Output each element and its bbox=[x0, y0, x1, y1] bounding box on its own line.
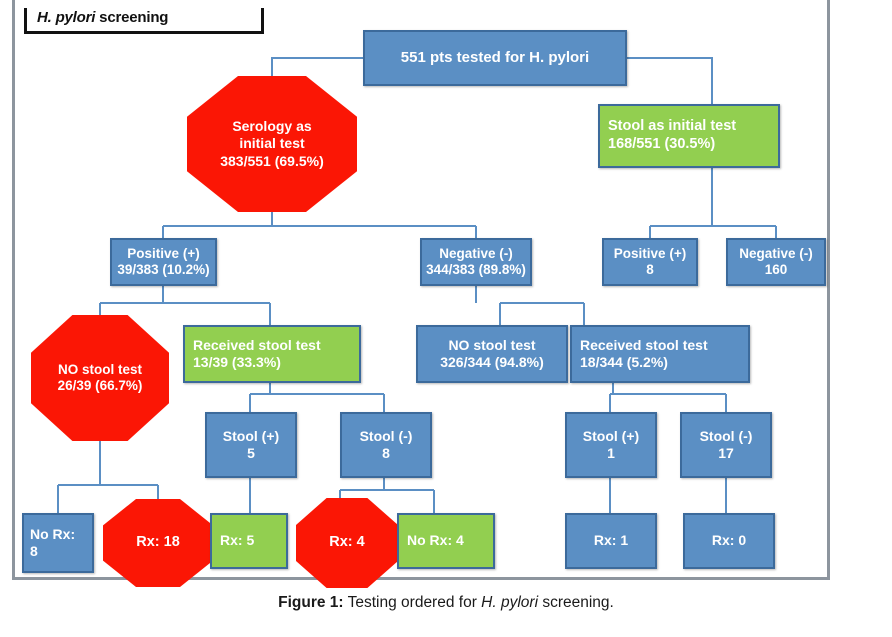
node-no-stool-test-344-line1: NO stool test bbox=[448, 336, 536, 353]
node-stool-plus-1-line1: Stool (+) bbox=[582, 427, 640, 444]
caption-text-1: Testing ordered for bbox=[343, 594, 482, 611]
node-sero-negative-line1: Negative (-) bbox=[439, 245, 513, 261]
node-stool-plus-5-line1: Stool (+) bbox=[222, 427, 280, 444]
node-serology-line2: initial test bbox=[239, 135, 305, 152]
title-organism: H. pylori bbox=[37, 9, 96, 26]
node-stool-plus-5-line2: 5 bbox=[247, 445, 255, 461]
node-rx-5[interactable]: Rx: 5 bbox=[210, 513, 288, 569]
node-rx-4[interactable]: Rx: 4 bbox=[296, 498, 398, 588]
node-rx-4-line1: Rx: 4 bbox=[329, 534, 365, 551]
caption-label: Figure 1: bbox=[278, 594, 344, 611]
node-no-stool-test-39-line2: 26/39 (66.7%) bbox=[57, 378, 143, 393]
node-received-stool-test-344[interactable]: Received stool test 18/344 (5.2%) bbox=[570, 325, 750, 383]
node-received-stool-test-344-line2: 18/344 (5.2%) bbox=[580, 354, 668, 370]
node-received-stool-test-39[interactable]: Received stool test 13/39 (33.3%) bbox=[183, 325, 361, 383]
node-no-stool-test-39[interactable]: NO stool test 26/39 (66.7%) bbox=[31, 315, 169, 441]
node-stool-positive-line1: Positive (+) bbox=[613, 245, 687, 261]
node-stool-negative[interactable]: Negative (-) 160 bbox=[726, 238, 826, 286]
figure-caption: Figure 1: Testing ordered for H. pylori … bbox=[0, 594, 892, 612]
octagon-shape bbox=[296, 498, 398, 588]
node-no-rx-8-line2: 8 bbox=[30, 543, 38, 559]
title-suffix: screening bbox=[95, 9, 169, 26]
node-stool-minus-8[interactable]: Stool (-) 8 bbox=[340, 412, 432, 478]
node-rx-18-line1: Rx: 18 bbox=[136, 534, 180, 551]
node-no-rx-4[interactable]: No Rx: 4 bbox=[397, 513, 495, 569]
node-stool-minus-17-line2: 17 bbox=[718, 445, 734, 461]
node-stool-negative-line2: 160 bbox=[764, 262, 788, 277]
node-sero-negative[interactable]: Negative (-) 344/383 (89.8%) bbox=[420, 238, 532, 286]
node-received-stool-test-344-line1: Received stool test bbox=[580, 336, 708, 353]
node-serology[interactable]: Serology as initial test 383/551 (69.5%) bbox=[187, 76, 357, 212]
node-stool-positive[interactable]: Positive (+) 8 bbox=[602, 238, 698, 286]
node-root[interactable]: 551 pts tested for H. pylori bbox=[363, 30, 627, 86]
node-stool-minus-8-line2: 8 bbox=[382, 445, 390, 461]
octagon-shape bbox=[103, 499, 213, 587]
node-rx-0[interactable]: Rx: 0 bbox=[683, 513, 775, 569]
page-title: H. pylori screening bbox=[37, 9, 168, 26]
node-serology-line3: 383/551 (69.5%) bbox=[220, 152, 324, 169]
node-root-line1: 551 pts tested for H. pylori bbox=[400, 48, 590, 66]
node-serology-line1: Serology as bbox=[232, 118, 312, 135]
node-stool-initial-line1: Stool as initial test bbox=[608, 118, 737, 135]
node-sero-positive-line2: 39/383 (10.2%) bbox=[117, 262, 210, 277]
caption-organism: H. pylori bbox=[481, 594, 539, 611]
node-sero-positive[interactable]: Positive (+) 39/383 (10.2%) bbox=[110, 238, 217, 286]
node-rx-0-line1: Rx: 0 bbox=[711, 532, 747, 549]
node-stool-plus-1[interactable]: Stool (+) 1 bbox=[565, 412, 657, 478]
node-received-stool-test-39-line1: Received stool test bbox=[193, 336, 321, 353]
node-rx-1-line1: Rx: 1 bbox=[593, 532, 629, 549]
node-stool-plus-5[interactable]: Stool (+) 5 bbox=[205, 412, 297, 478]
node-received-stool-test-39-line2: 13/39 (33.3%) bbox=[193, 354, 281, 370]
node-sero-positive-line1: Positive (+) bbox=[127, 245, 200, 261]
node-stool-minus-17[interactable]: Stool (-) 17 bbox=[680, 412, 772, 478]
node-stool-initial[interactable]: Stool as initial test 168/551 (30.5%) bbox=[598, 104, 780, 168]
figure-title-box: H. pylori screening bbox=[24, 8, 264, 34]
node-no-rx-8[interactable]: No Rx: 8 bbox=[22, 513, 94, 573]
figure-frame bbox=[12, 0, 830, 580]
node-stool-negative-line1: Negative (-) bbox=[739, 245, 813, 261]
node-stool-minus-17-line1: Stool (-) bbox=[699, 427, 753, 444]
node-stool-initial-line2: 168/551 (30.5%) bbox=[608, 136, 716, 152]
node-sero-negative-line2: 344/383 (89.8%) bbox=[426, 262, 526, 277]
octagon-shape bbox=[187, 76, 357, 212]
node-stool-positive-line2: 8 bbox=[646, 262, 654, 277]
node-stool-minus-8-line1: Stool (-) bbox=[359, 427, 413, 444]
node-no-rx-8-line1: No Rx: bbox=[30, 525, 76, 542]
caption-text-2: screening. bbox=[538, 594, 614, 611]
node-no-stool-test-344[interactable]: NO stool test 326/344 (94.8%) bbox=[416, 325, 568, 383]
node-no-rx-4-line1: No Rx: 4 bbox=[407, 532, 464, 549]
node-no-stool-test-39-line1: NO stool test bbox=[57, 361, 142, 377]
node-no-stool-test-344-line2: 326/344 (94.8%) bbox=[440, 354, 544, 370]
node-stool-plus-1-line2: 1 bbox=[607, 445, 615, 461]
octagon-shape bbox=[31, 315, 169, 441]
node-rx-18[interactable]: Rx: 18 bbox=[103, 499, 213, 587]
node-rx-5-line1: Rx: 5 bbox=[220, 532, 255, 549]
node-rx-1[interactable]: Rx: 1 bbox=[565, 513, 657, 569]
